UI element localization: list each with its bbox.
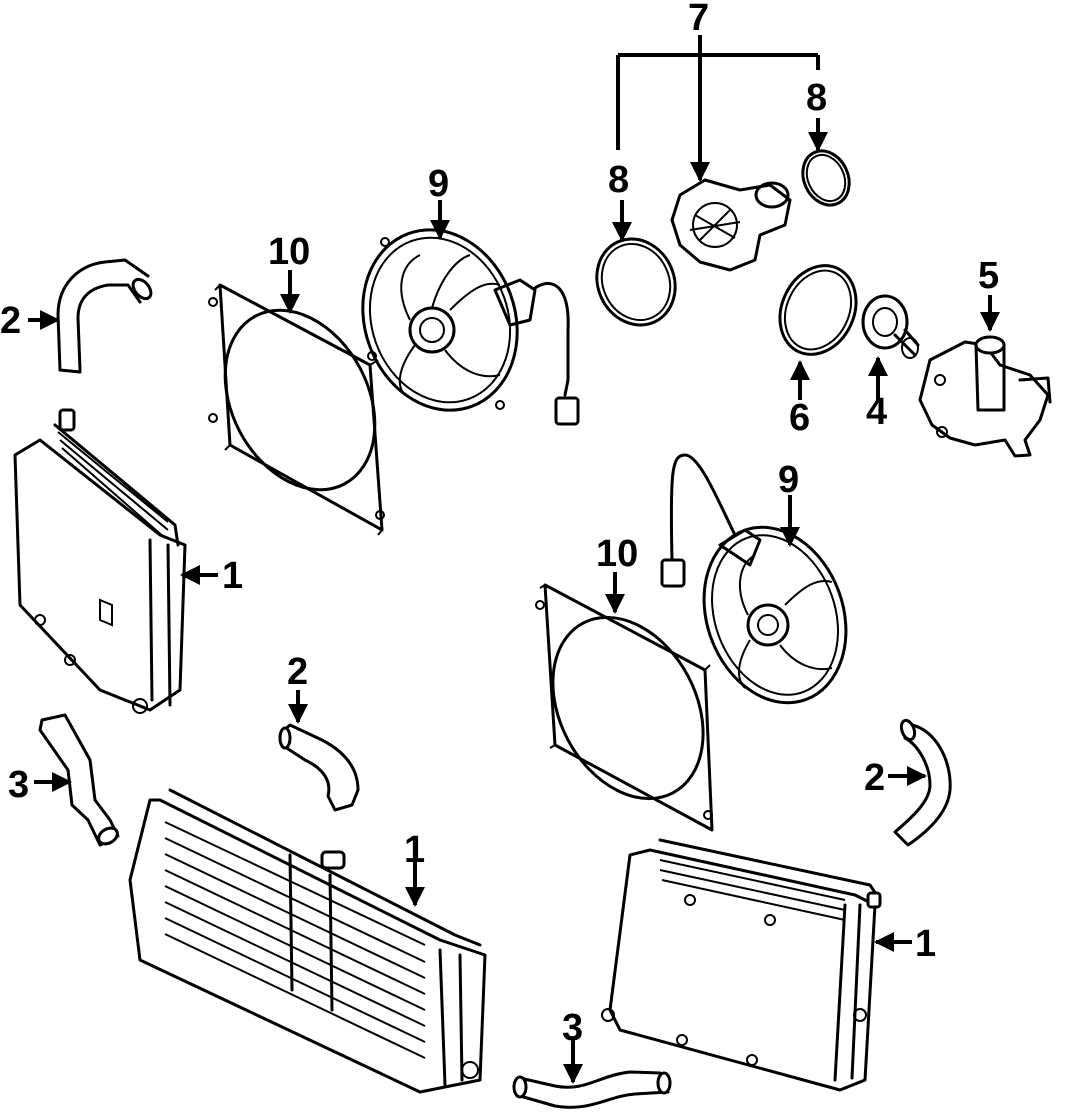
callout-3-left: 3 [8,764,29,806]
part-10-lower-shroud [535,572,714,832]
part-2-right-hose [888,718,952,847]
part-5-thermostat-housing [918,295,1052,458]
part-1-left-radiator [13,408,218,714]
part-6-gasket-ring [778,264,858,400]
part-8-o-ring-left [595,200,677,327]
callout-1-center: 1 [404,829,425,871]
callout-7: 7 [688,0,709,39]
callout-8-right: 8 [806,77,827,119]
part-7-pump-housing [670,178,792,272]
part-9-upper-fan [361,200,580,426]
callout-2-upper-left: 2 [0,300,21,342]
part-1-right-radiator [601,838,912,1092]
callout-6: 6 [789,397,810,439]
part-10-upper-shroud [208,270,385,536]
callout-2-middle: 2 [287,651,308,693]
part-8-o-ring-right [801,118,851,207]
callout-7-bracket [616,35,820,182]
callout-5: 5 [978,255,999,297]
part-4-thermostat [861,294,920,400]
callout-8-left: 8 [608,159,629,201]
callout-9-upper: 9 [428,163,449,205]
callout-4: 4 [866,391,887,433]
callout-9-lower: 9 [778,459,799,501]
part-1-center-radiator [128,788,487,1094]
callout-labels: 7 8 8 9 10 5 2 6 4 1 9 10 2 3 2 1 1 3 [0,0,999,1049]
part-3-left-hose [34,713,120,847]
callout-10-upper: 10 [268,231,310,273]
part-2-upper-left-hose [28,258,153,374]
part-3-bottom-hose [512,1040,672,1109]
callout-3-bottom: 3 [562,1007,583,1049]
callout-1-right: 1 [915,923,936,965]
callout-1-left: 1 [222,555,243,597]
part-2-middle-hose [278,690,360,812]
callout-10-lower: 10 [596,533,638,575]
callout-2-right: 2 [864,757,885,799]
part-9-lower-fan [660,453,848,705]
